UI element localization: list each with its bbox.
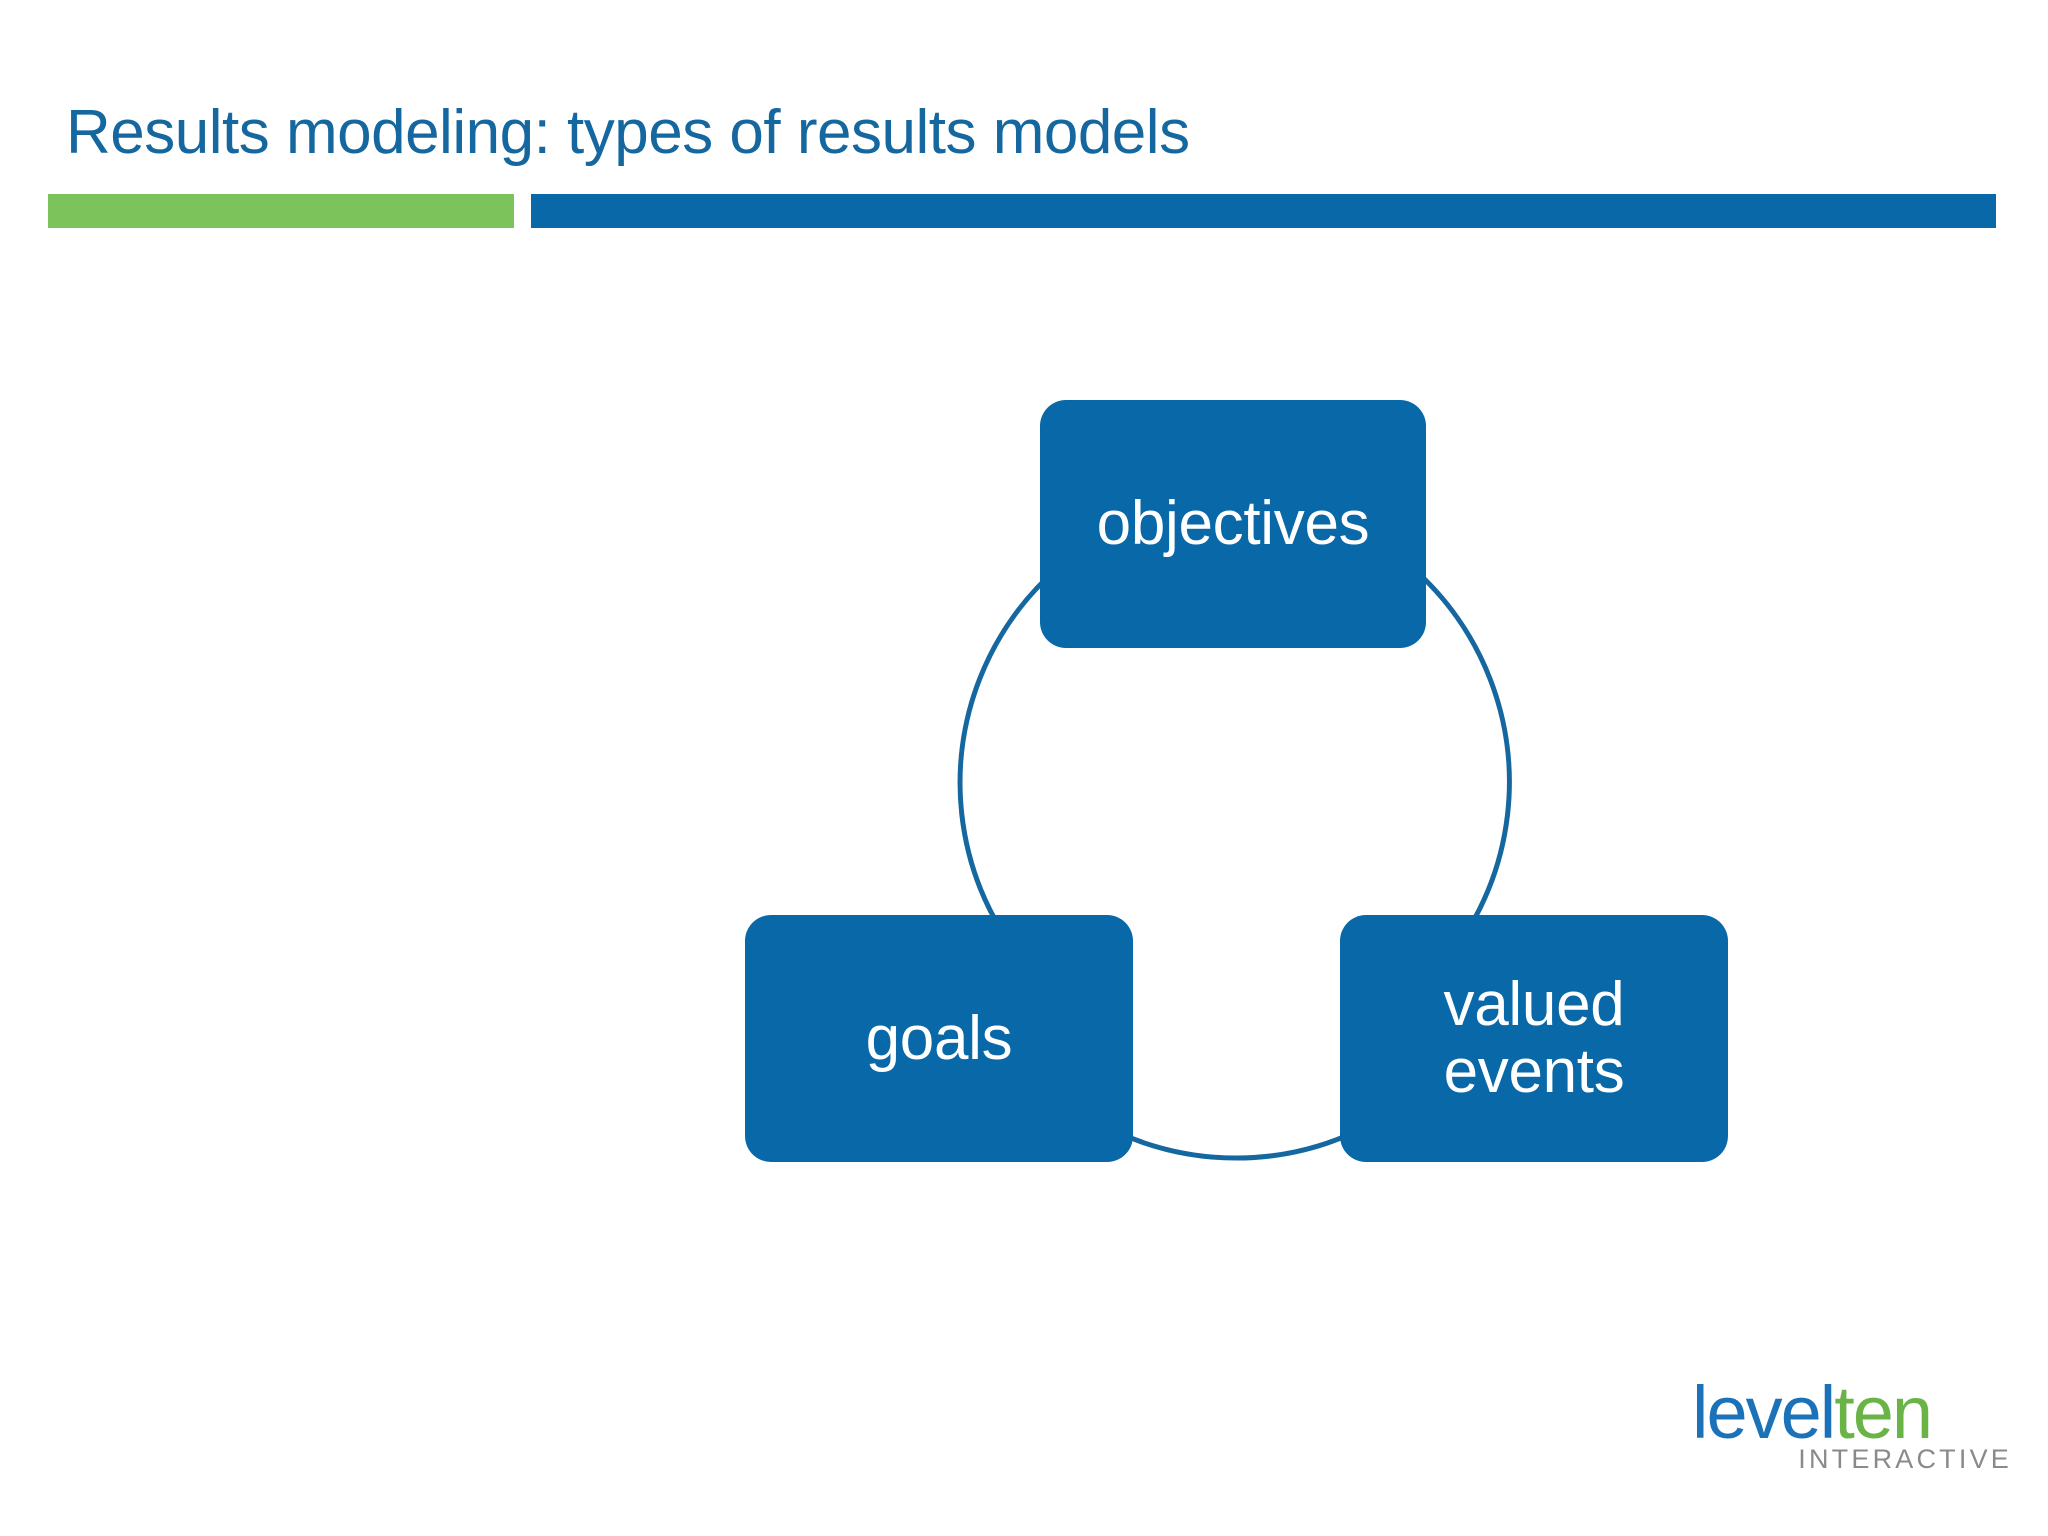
levelten-logo: levelten INTERACTIVE: [1692, 1376, 2012, 1490]
page-title: Results modeling: types of results model…: [66, 97, 1190, 167]
logo-wordmark: levelten: [1692, 1376, 2012, 1450]
cycle-diagram: objectives goals valued events: [700, 330, 1760, 1230]
diagram-node-goals-label: goals: [865, 1003, 1013, 1073]
logo-word-level: level: [1692, 1371, 1836, 1454]
diagram-node-valued-events-label-line2: events: [1443, 1036, 1625, 1106]
diagram-node-valued-events-label-line1: valued: [1443, 969, 1625, 1039]
divider-bar-green: [48, 194, 514, 228]
diagram-node-goals[interactable]: goals: [745, 915, 1133, 1162]
diagram-node-objectives-label: objectives: [1096, 489, 1370, 559]
divider-bar-blue: [531, 194, 1996, 228]
diagram-node-valued-events[interactable]: valued events: [1340, 915, 1728, 1162]
diagram-node-objectives[interactable]: objectives: [1040, 400, 1426, 648]
logo-word-ten: ten: [1834, 1371, 1933, 1454]
logo-tagline: INTERACTIVE: [1798, 1444, 2012, 1475]
